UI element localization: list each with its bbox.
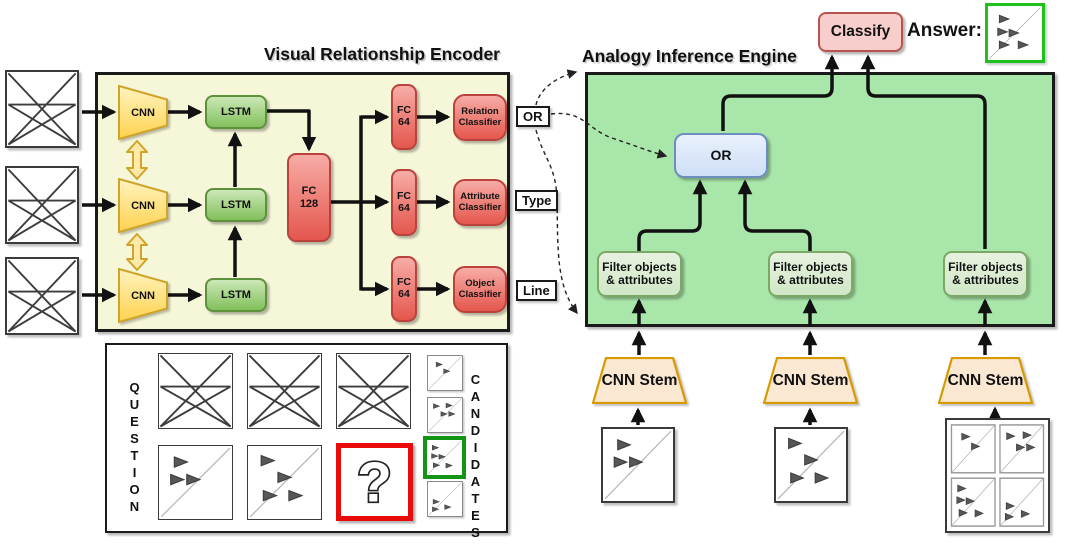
weight-share-arrows <box>126 140 148 271</box>
cnn-stem-label-1: CNN Stem <box>601 371 678 389</box>
lstm-block-3: LSTM <box>205 278 267 312</box>
filter-block-3: Filter objects & attributes <box>943 251 1028 297</box>
question-cell-b2 <box>247 445 322 520</box>
input-image-1 <box>5 70 79 148</box>
input-image-2 <box>5 166 79 244</box>
svg-text:?: ? <box>357 450 392 514</box>
lstm-block-1: LSTM <box>205 95 267 129</box>
engine-input-image-2 <box>774 427 848 503</box>
cnn-block-3: CNN <box>118 268 168 323</box>
candidates-label: CANDIDATES <box>468 372 483 542</box>
encoder-connectors <box>82 104 451 303</box>
lstm-block-2: LSTM <box>205 188 267 222</box>
fc64-block-2: FC 64 <box>391 169 417 236</box>
fc64-block-3: FC 64 <box>391 256 417 322</box>
output-label-type: Type <box>515 190 559 211</box>
cnn-block-1: CNN <box>118 85 168 140</box>
cnn-block-2: CNN <box>118 178 168 233</box>
answer-label: Answer: <box>907 20 982 41</box>
filter-block-1: Filter objects & attributes <box>597 251 682 297</box>
cnn-label-3: CNN <box>131 289 155 302</box>
cnn-stem-3: CNN Stem <box>938 357 1033 404</box>
cnn-label-1: CNN <box>131 106 155 119</box>
dashed-connectors <box>535 69 668 315</box>
engine-title: Analogy Inference Engine <box>582 46 797 66</box>
unknown-cell: ? <box>336 443 413 521</box>
candidate-2 <box>427 397 463 433</box>
candidate-1 <box>427 355 463 391</box>
fc64-block-1: FC 64 <box>391 84 417 150</box>
filter-block-2: Filter objects & attributes <box>768 251 853 297</box>
or-gate: OR <box>674 133 768 178</box>
fc128-block: FC 128 <box>287 153 331 242</box>
engine-input-image-1 <box>601 427 675 503</box>
weight-share-arrow-1 <box>126 140 148 180</box>
question-cell-b1 <box>158 445 233 520</box>
object-classifier: Object Classifier <box>453 266 507 313</box>
relation-classifier: Relation Classifier <box>453 94 507 141</box>
cnn-stem-label-3: CNN Stem <box>947 371 1024 389</box>
cnn-stem-2: CNN Stem <box>763 357 858 404</box>
input-image-3 <box>5 257 79 335</box>
weight-share-arrow-2 <box>126 233 148 271</box>
candidate-3-selected <box>423 436 466 479</box>
cnn-stem-label-2: CNN Stem <box>772 371 849 389</box>
output-label-or: OR <box>516 106 550 127</box>
classify-block: Classify <box>818 12 903 52</box>
question-label: QUESTION <box>127 380 142 516</box>
engine-connectors <box>630 54 1003 425</box>
question-cell-a2 <box>247 353 322 429</box>
attribute-classifier: Attribute Classifier <box>453 179 507 226</box>
question-cell-a1 <box>158 353 233 429</box>
cnn-stem-1: CNN Stem <box>592 357 687 404</box>
answer-image <box>985 3 1045 63</box>
question-cell-a3 <box>336 353 411 429</box>
encoder-title: Visual Relationship Encoder <box>264 44 500 64</box>
question-mark-icon: ? <box>355 449 393 516</box>
cnn-label-2: CNN <box>131 199 155 212</box>
candidate-4 <box>427 481 463 517</box>
output-label-line: Line <box>516 280 557 301</box>
candidate-grid-image <box>945 418 1050 533</box>
